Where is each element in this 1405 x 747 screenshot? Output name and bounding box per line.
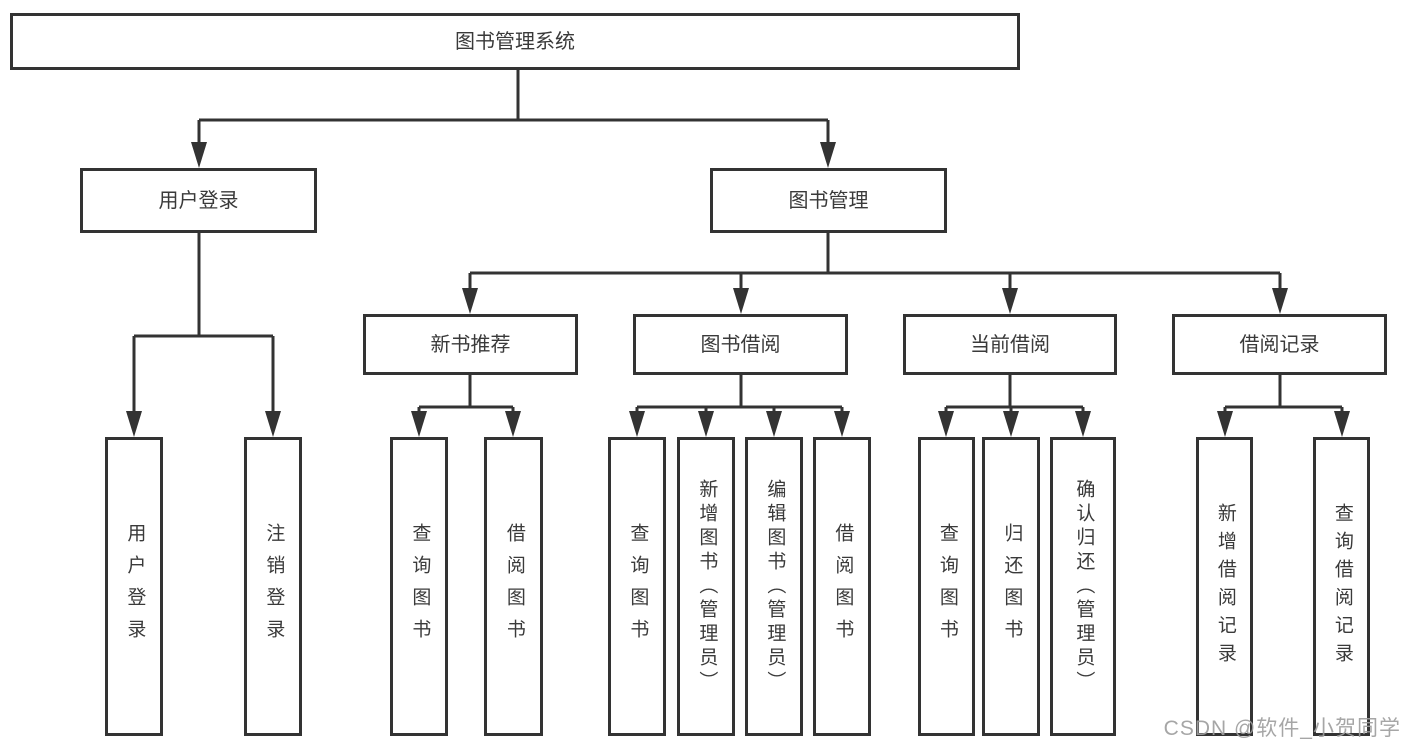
node-book-management: 图书管理 — [710, 168, 947, 233]
node-user-login: 用户登录 — [80, 168, 317, 233]
csdn-watermark: CSDN @软件_小贺同学 — [1163, 717, 1401, 740]
leaf-edit-book-admin: 编辑图书（管理员） — [745, 437, 803, 736]
node-book-borrow: 图书借阅 — [633, 314, 848, 375]
leaf-query-book-borrow: 查询图书 — [608, 437, 666, 736]
leaf-confirm-return-admin: 确认归还（管理员） — [1050, 437, 1116, 736]
arrowhead-icons — [126, 142, 1350, 437]
leaf-logout: 注销登录 — [244, 437, 302, 736]
node-borrow-record: 借阅记录 — [1172, 314, 1387, 375]
leaf-user-login: 用户登录 — [105, 437, 163, 736]
leaf-add-book-admin: 新增图书（管理员） — [677, 437, 735, 736]
leaf-return-book: 归还图书 — [982, 437, 1040, 736]
node-book-management-system: 图书管理系统 — [10, 13, 1020, 70]
leaf-query-book-recommend: 查询图书 — [390, 437, 448, 736]
leaf-query-borrow-record: 查询借阅记录 — [1313, 437, 1370, 736]
leaf-borrow-book: 借阅图书 — [813, 437, 871, 736]
node-current-borrow: 当前借阅 — [903, 314, 1117, 375]
node-new-book-recommend: 新书推荐 — [363, 314, 578, 375]
leaf-query-book-current: 查询图书 — [918, 437, 975, 736]
leaf-add-borrow-record: 新增借阅记录 — [1196, 437, 1253, 736]
leaf-borrow-book-recommend: 借阅图书 — [484, 437, 543, 736]
